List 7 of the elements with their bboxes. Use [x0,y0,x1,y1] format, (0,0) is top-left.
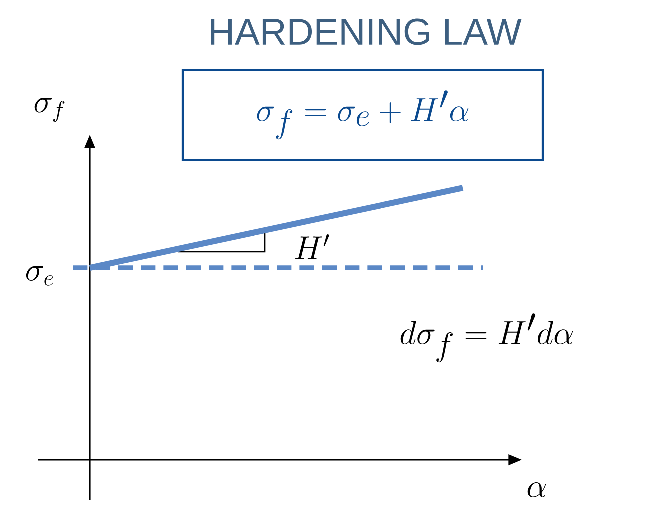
axis-label: $\sigma_e$ [26,266,54,286]
title: HARDENING LAW [211,18,522,46]
axis-label: $\alpha$ [528,482,546,498]
slope-label: $H'$ [295,234,330,260]
formula-box: $\sigma_f = \sigma_e + H'\alpha$ [182,68,544,162]
axis-label: $\sigma_f$ [34,98,65,122]
equation: $d\sigma_f = H'd\alpha$ [400,314,574,363]
